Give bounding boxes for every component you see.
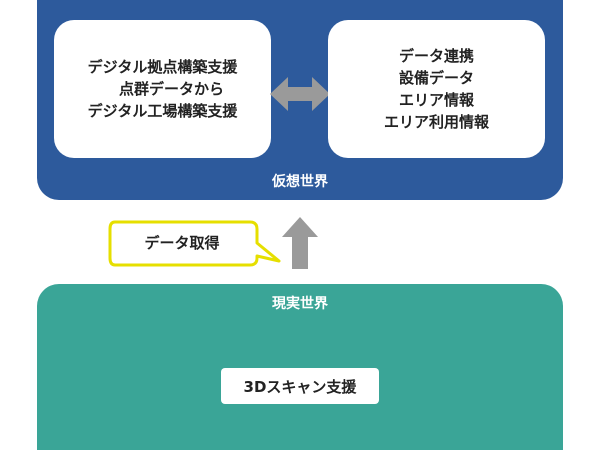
virtual-world-label: 仮想世界 [272,174,328,190]
data-linkage-card: データ連携 設備データ エリア情報 エリア利用情報 [328,20,545,158]
area-info-line: エリア情報 [398,91,474,109]
real-world-label: 現実世界 [272,296,328,312]
up-arrow-icon [282,217,318,269]
point-cloud-line: 点群データから [118,80,224,98]
data-acquisition-callout [108,220,281,267]
double-headed-arrow-icon [270,77,330,111]
digital-base-card: デジタル拠点構築支援 点群データから デジタル工場構築支援 [54,20,271,158]
digital-base-line: デジタル拠点構築支援 [87,58,238,76]
data-acquisition-label: データ取得 [144,233,220,252]
data-linkage-line: データ連携 [398,47,474,65]
area-usage-line: エリア利用情報 [383,113,489,131]
equipment-data-line: 設備データ [398,69,474,87]
real-world-panel [37,284,563,450]
digital-factory-line: デジタル工場構築支援 [87,102,238,120]
3d-scan-support-box: 3Dスキャン支援 [221,368,379,404]
